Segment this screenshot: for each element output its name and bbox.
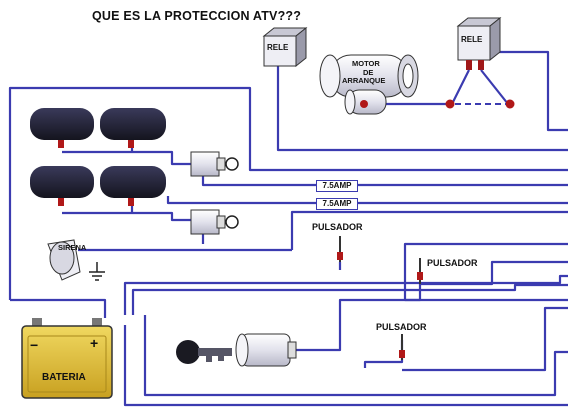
siren-label: SIRENA <box>58 243 87 252</box>
ground-icon <box>89 262 105 281</box>
siren-icon <box>47 239 81 281</box>
lamp-bottom-left <box>30 166 94 206</box>
ignition-switch-icon <box>235 333 297 367</box>
pulsador-icon-2 <box>417 258 423 284</box>
wire-bottom-2 <box>143 315 568 397</box>
wire-conn2 <box>166 196 316 205</box>
switch-lower-icon <box>190 209 239 235</box>
wire-puls2-top <box>403 242 568 256</box>
battery-positive-sign: + <box>90 335 99 351</box>
relay-right-icon <box>445 16 515 109</box>
battery-icon <box>21 318 113 399</box>
battery-label: BATERIA <box>42 372 86 383</box>
wire-bottom-1 <box>123 325 568 407</box>
wire-puls1 <box>290 210 568 250</box>
wire-lamps-1 <box>62 150 192 166</box>
wire-puls3-right <box>402 306 568 372</box>
wires <box>8 40 568 407</box>
wire-mid-1 <box>123 274 568 315</box>
pulsador-icon-3 <box>399 334 405 360</box>
wire-left-loop <box>8 86 568 300</box>
diagram-title: QUE ES LA PROTECCION ATV??? <box>92 9 302 23</box>
relay-left-label: RELE <box>267 43 289 52</box>
wire-switch <box>295 298 568 352</box>
wire-mid-2 <box>131 283 568 315</box>
relay-left-icon <box>262 26 308 68</box>
motor-label-line2: DE <box>363 68 374 77</box>
pulsador-label-2: PULSADOR <box>427 258 478 268</box>
wire-left-to-battery <box>10 298 107 318</box>
pulsador-icon-1 <box>337 236 343 262</box>
wire-right-relay-out <box>488 40 568 132</box>
battery-negative-sign: − <box>30 337 39 353</box>
wire-conn1 <box>201 176 316 187</box>
motor-label-line3: ARRANQUE <box>342 76 386 85</box>
starter-motor-icon <box>319 54 419 115</box>
lamp-top-left <box>30 108 94 148</box>
relay-right-label: RELE <box>461 35 483 44</box>
wire-lamps-2 <box>62 211 192 222</box>
lamp-bottom-right <box>100 166 166 206</box>
motor-label-line1: MOTOR <box>352 59 380 68</box>
pulsador-label-1: PULSADOR <box>312 222 363 232</box>
lamp-top-right <box>100 108 166 148</box>
pulsador-label-3: PULSADOR <box>376 322 427 332</box>
wire-puls3 <box>363 340 404 368</box>
key-icon <box>176 340 232 364</box>
fuse-2: 7.5AMP <box>316 198 358 210</box>
wire-left-relay <box>276 62 568 152</box>
switch-upper-icon <box>190 151 239 177</box>
fuse-1: 7.5AMP <box>316 180 358 192</box>
